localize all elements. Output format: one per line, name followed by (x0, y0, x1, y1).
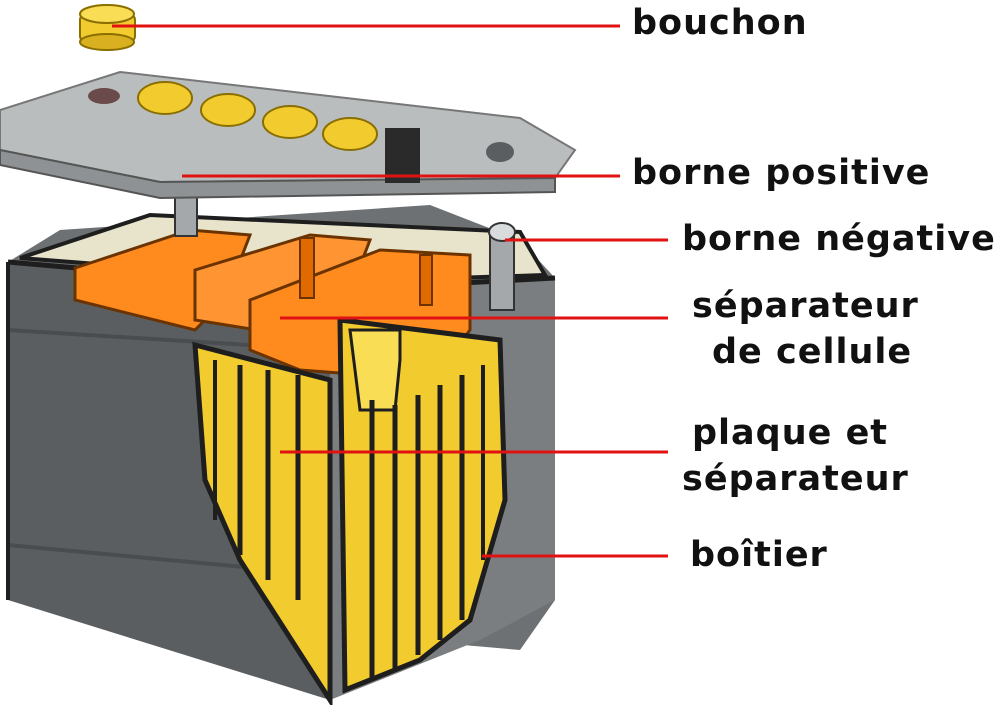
label-plaque-line1: plaque et (692, 413, 889, 453)
label-separateur-cellule: séparateur de cellule (692, 283, 919, 375)
label-plaque-line2: séparateur (682, 459, 909, 499)
label-borne-positive-text: borne positive (632, 153, 931, 193)
label-boitier-text: boîtier (690, 535, 828, 575)
label-borne-positive: borne positive (632, 150, 930, 196)
vent-caps (137, 81, 378, 151)
cell-compartments (73, 228, 472, 382)
negative-terminal (488, 222, 516, 311)
label-separateur-cellule-line1: séparateur (692, 286, 919, 326)
plates (192, 317, 508, 709)
label-plaque-separateur: plaque et séparateur (682, 410, 909, 502)
leader-lines (112, 24, 668, 558)
label-bouchon: bouchon (632, 0, 808, 46)
label-borne-negative: borne négative (682, 216, 1000, 262)
battery-lid (0, 70, 577, 200)
label-bouchon-text: bouchon (632, 3, 808, 43)
label-boitier: boîtier (690, 532, 828, 578)
label-separateur-cellule-line2: de cellule (712, 332, 913, 372)
label-borne-negative-text: borne négative (682, 219, 996, 259)
loose-cap (79, 4, 136, 51)
